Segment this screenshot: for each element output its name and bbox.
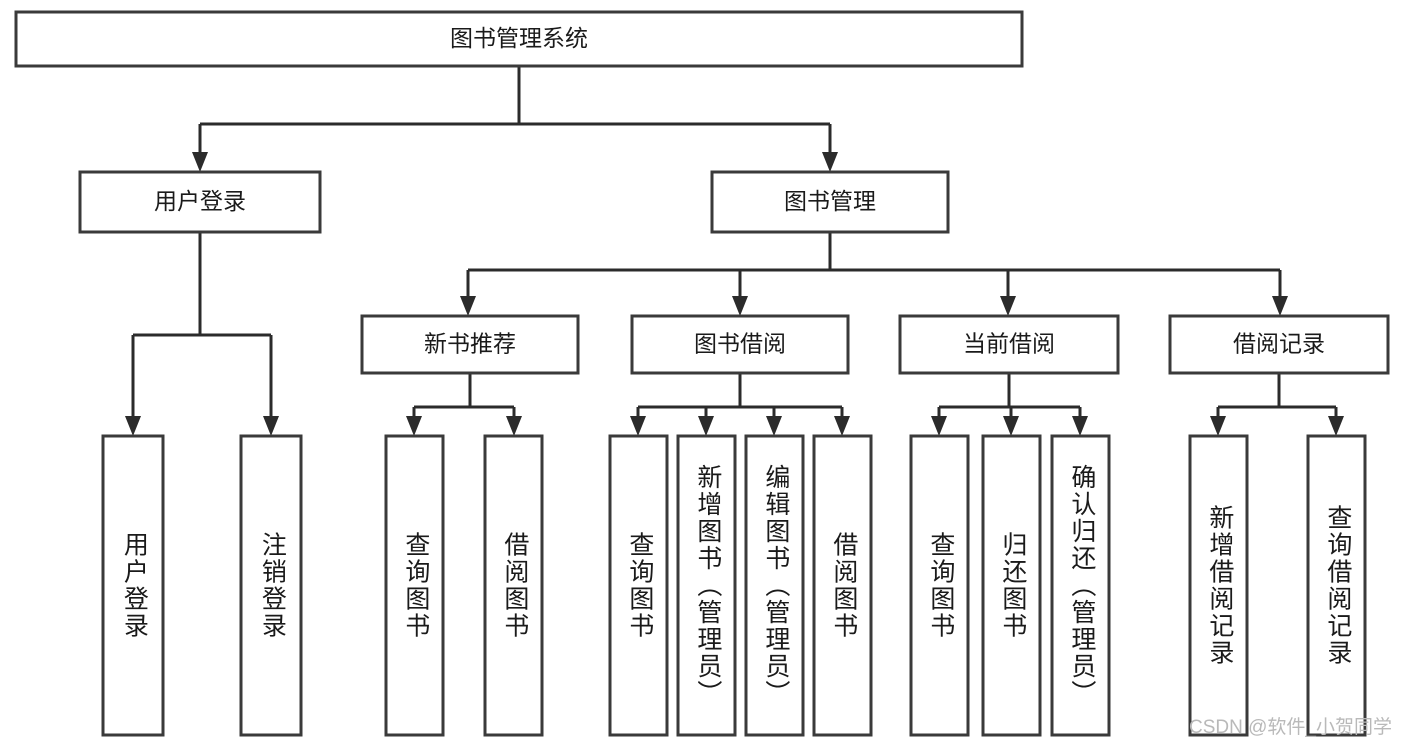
node-leaf-query-book-borrow[interactable]: 查询图书: [608, 434, 669, 737]
node-leaf-query-book-borrow-box[interactable]: [608, 434, 669, 737]
node-leaf-query-record-box[interactable]: [1306, 434, 1367, 737]
node-leaf-add-record-box[interactable]: [1188, 434, 1249, 737]
node-root-system-title[interactable]: 图书管理系统: [14, 10, 1024, 68]
node-leaf-borrow-book-rec-box[interactable]: [483, 434, 544, 737]
node-leaf-query-record-label: 查询借阅记录: [1324, 505, 1353, 667]
node-leaf-borrow-book[interactable]: 借阅图书: [812, 434, 873, 737]
new-book-recommend-drop-0-arrow-icon: [406, 416, 422, 436]
node-leaf-user-logout-box[interactable]: [239, 434, 303, 737]
node-user-login-box[interactable]: [78, 170, 322, 234]
node-book-manage-box[interactable]: [710, 170, 950, 234]
node-leaf-edit-book[interactable]: 编辑图书（管理员）: [744, 434, 805, 737]
current-borrow-drop-1-arrow-icon: [1003, 416, 1019, 436]
book-borrow-drop-3-arrow-icon: [834, 416, 850, 436]
node-current-borrow-label: 当前借阅: [963, 331, 1055, 357]
node-leaf-query-book-current-box[interactable]: [909, 434, 970, 737]
user-login-drop-1-arrow-icon: [263, 416, 279, 436]
node-book-borrow[interactable]: 图书借阅: [630, 314, 850, 375]
node-new-book-recommend-box[interactable]: [360, 314, 580, 375]
node-leaf-user-logout-label: 注销登录: [258, 532, 287, 640]
book-borrow-drop-1-arrow-icon: [698, 416, 714, 436]
node-leaf-query-book-borrow-label: 查询图书: [626, 532, 655, 640]
node-book-borrow-label: 图书借阅: [694, 331, 786, 357]
borrow-record-drop-0-arrow-icon: [1210, 416, 1226, 436]
node-leaf-add-book[interactable]: 新增图书（管理员）: [676, 434, 737, 737]
book-borrow-drop-2-arrow-icon: [766, 416, 782, 436]
book-manage-drop-1-arrow-icon: [732, 296, 748, 316]
node-new-book-recommend-label: 新书推荐: [424, 331, 516, 357]
current-borrow-drop-2-arrow-icon: [1072, 416, 1088, 436]
node-leaf-query-book-rec-label: 查询图书: [402, 532, 431, 640]
book-manage-drop-0-arrow-icon: [460, 296, 476, 316]
node-leaf-return-book[interactable]: 归还图书: [981, 434, 1042, 737]
node-leaf-user-logout[interactable]: 注销登录: [239, 434, 303, 737]
node-root-system-title-box[interactable]: [14, 10, 1024, 68]
node-leaf-user-login[interactable]: 用户登录: [101, 434, 165, 737]
node-borrow-record[interactable]: 借阅记录: [1168, 314, 1390, 375]
node-leaf-edit-book-label: 编辑图书（管理员）: [762, 464, 791, 707]
node-leaf-query-record[interactable]: 查询借阅记录: [1306, 434, 1367, 737]
book-borrow-drop-0-arrow-icon: [630, 416, 646, 436]
node-leaf-edit-book-box[interactable]: [744, 434, 805, 737]
connector-layer: [125, 66, 1344, 436]
node-leaf-confirm-return[interactable]: 确认归还（管理员）: [1050, 434, 1111, 737]
csdn-watermark: CSDN @软件_小贺同学: [1189, 716, 1392, 738]
node-root-system-title-label: 图书管理系统: [450, 25, 588, 51]
node-book-manage-label: 图书管理: [784, 188, 876, 214]
node-leaf-return-book-label: 归还图书: [999, 532, 1028, 640]
node-leaf-borrow-book-rec-label: 借阅图书: [501, 532, 530, 640]
node-leaf-add-record-label: 新增借阅记录: [1206, 505, 1235, 667]
node-book-manage[interactable]: 图书管理: [710, 170, 950, 234]
node-borrow-record-label: 借阅记录: [1233, 331, 1325, 357]
node-leaf-return-book-box[interactable]: [981, 434, 1042, 737]
node-leaf-borrow-book-rec[interactable]: 借阅图书: [483, 434, 544, 737]
node-borrow-record-box[interactable]: [1168, 314, 1390, 375]
node-layer: 图书管理系统用户登录图书管理新书推荐图书借阅当前借阅借阅记录用户登录注销登录查询…: [14, 10, 1390, 737]
node-leaf-borrow-book-label: 借阅图书: [830, 532, 859, 640]
new-book-recommend-drop-1-arrow-icon: [506, 416, 522, 436]
root-drop-1-arrow-icon: [822, 152, 838, 172]
node-leaf-query-book-current-label: 查询图书: [927, 532, 956, 640]
node-current-borrow[interactable]: 当前借阅: [898, 314, 1120, 375]
node-leaf-confirm-return-box[interactable]: [1050, 434, 1111, 737]
node-leaf-add-book-box[interactable]: [676, 434, 737, 737]
node-leaf-query-book-current[interactable]: 查询图书: [909, 434, 970, 737]
user-login-drop-0-arrow-icon: [125, 416, 141, 436]
node-leaf-user-login-label: 用户登录: [120, 532, 149, 640]
node-book-borrow-box[interactable]: [630, 314, 850, 375]
node-user-login[interactable]: 用户登录: [78, 170, 322, 234]
book-manage-drop-2-arrow-icon: [1000, 296, 1016, 316]
node-leaf-borrow-book-box[interactable]: [812, 434, 873, 737]
root-drop-0-arrow-icon: [192, 152, 208, 172]
node-leaf-add-book-label: 新增图书（管理员）: [694, 464, 723, 707]
node-new-book-recommend[interactable]: 新书推荐: [360, 314, 580, 375]
node-current-borrow-box[interactable]: [898, 314, 1120, 375]
node-user-login-label: 用户登录: [154, 188, 246, 214]
node-leaf-confirm-return-label: 确认归还（管理员）: [1068, 464, 1097, 707]
book-manage-drop-3-arrow-icon: [1272, 296, 1288, 316]
node-leaf-query-book-rec-box[interactable]: [384, 434, 445, 737]
current-borrow-drop-0-arrow-icon: [931, 416, 947, 436]
node-leaf-query-book-rec[interactable]: 查询图书: [384, 434, 445, 737]
borrow-record-drop-1-arrow-icon: [1328, 416, 1344, 436]
node-leaf-user-login-box[interactable]: [101, 434, 165, 737]
node-leaf-add-record[interactable]: 新增借阅记录: [1188, 434, 1249, 737]
